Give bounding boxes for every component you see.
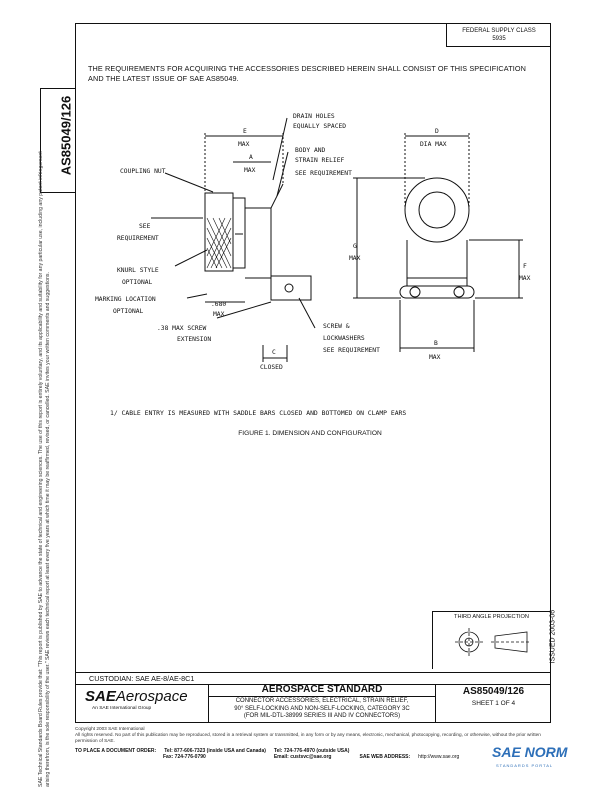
label-c: C bbox=[272, 349, 276, 356]
elbow-body bbox=[245, 207, 272, 279]
web-link[interactable]: http://www.sae.org bbox=[418, 754, 460, 760]
watermark-sub: STANDARDS PORTAL bbox=[496, 763, 554, 768]
federal-supply-class-box: FEDERAL SUPPLY CLASS 5935 bbox=[446, 23, 551, 47]
logo-aerospace: Aerospace bbox=[115, 688, 188, 705]
label-marking-optional: OPTIONAL bbox=[113, 308, 144, 315]
standard-title-cell: AEROSPACE STANDARD CONNECTOR ACCESSORIES… bbox=[208, 684, 436, 723]
web-label: SAE WEB ADDRESS: bbox=[359, 754, 411, 760]
copyright-footer: Copyright 2003 SAE International All rig… bbox=[75, 726, 551, 744]
label-f: F bbox=[523, 263, 527, 270]
watermark: SAE NORM bbox=[492, 744, 568, 760]
doc-id-strip bbox=[40, 88, 76, 193]
title-line: 90° SELF-LOCKING AND NON-SELF-LOCKING, C… bbox=[234, 705, 410, 712]
label-see: SEE bbox=[139, 223, 151, 230]
label-lockwashers: LOCKWASHERS bbox=[323, 335, 365, 342]
label-b: B bbox=[434, 340, 438, 347]
standard-title: CONNECTOR ACCESSORIES, ELECTRICAL, STRAI… bbox=[209, 698, 435, 721]
sheet-number: SHEET 1 OF 4 bbox=[471, 700, 516, 707]
issued-date: ISSUED 2003-06 bbox=[549, 609, 557, 664]
label-marking-location: MARKING LOCATION bbox=[95, 296, 156, 303]
label-extension: EXTENSION bbox=[177, 336, 211, 343]
requirements-text: THE REQUIREMENTS FOR ACQUIRING THE ACCES… bbox=[88, 64, 527, 83]
rights-statement: All rights reserved. No part of this pub… bbox=[75, 732, 541, 743]
label-knurl-optional: OPTIONAL bbox=[122, 279, 153, 286]
label-d-dia-max: DIA MAX bbox=[420, 141, 447, 148]
legal-side-text: SAE Technical Standards Board Rules prov… bbox=[38, 151, 51, 787]
copyright: Copyright 2003 SAE International bbox=[75, 726, 145, 731]
end-view-body bbox=[406, 240, 468, 279]
label-drain-holes: DRAIN HOLES bbox=[293, 113, 335, 120]
email[interactable]: Email: custsvc@sae.org bbox=[273, 754, 332, 760]
label-knurl-style: KNURL STYLE bbox=[117, 267, 159, 274]
label-strain-relief: STRAIN RELIEF bbox=[295, 157, 344, 164]
label-screw: SCREW & bbox=[323, 323, 350, 330]
label-g-max: MAX bbox=[349, 255, 361, 262]
label-b-max: MAX bbox=[429, 354, 441, 361]
third-angle-projection-box: THIRD ANGLE PROJECTION bbox=[432, 611, 550, 669]
order-info: TO PLACE A DOCUMENT ORDER: Tel: 877-606-… bbox=[75, 748, 551, 768]
label-equally-spaced: EQUALLY SPACED bbox=[293, 123, 346, 130]
order-label: TO PLACE A DOCUMENT ORDER: bbox=[75, 748, 157, 754]
sae-aerospace-logo: SAEAerospace bbox=[85, 688, 188, 705]
fsc-code: 5935 bbox=[492, 36, 506, 42]
label-680: .680 bbox=[211, 301, 226, 308]
end-view-bore bbox=[418, 191, 456, 229]
saddle-bar bbox=[399, 285, 475, 299]
projection-label: THIRD ANGLE PROJECTION bbox=[454, 614, 529, 620]
end-view-outer bbox=[404, 177, 470, 243]
label-body-see-req: SEE REQUIREMENT bbox=[295, 170, 352, 177]
connector-drawing: DRAIN HOLES EQUALLY SPACED E MAX A MAX D… bbox=[95, 113, 531, 371]
label-g: G bbox=[353, 243, 357, 250]
cable-entry-note: 1/ CABLE ENTRY IS MEASURED WITH SADDLE B… bbox=[110, 409, 407, 417]
label-680-max: MAX bbox=[213, 311, 225, 318]
label-f-max: MAX bbox=[519, 275, 531, 282]
body-collar bbox=[232, 197, 246, 269]
knurl-pattern bbox=[206, 217, 232, 269]
drawing-frame bbox=[75, 23, 551, 723]
label-requirement: REQUIREMENT bbox=[117, 235, 159, 242]
label-closed: CLOSED bbox=[260, 364, 283, 371]
projection-symbol-icon bbox=[455, 628, 531, 656]
title-line: CONNECTOR ACCESSORIES, ELECTRICAL, STRAI… bbox=[235, 698, 409, 704]
title-line: (FOR MIL-DTL-38999 SERIES III AND IV CON… bbox=[243, 713, 401, 720]
document-number: AS85049/126 bbox=[462, 686, 525, 697]
fax: Fax: 724-776-0790 bbox=[163, 754, 206, 760]
label-e: E bbox=[243, 128, 247, 135]
figure-caption: FIGURE 1. DIMENSION AND CONFIGURATION bbox=[238, 430, 382, 437]
tel-outside: Tel: 724-776-4970 (outside USA) bbox=[273, 748, 350, 754]
custodian: CUSTODIAN: SAE AE-8/AE-8C1 bbox=[75, 672, 551, 684]
fsc-label: FEDERAL SUPPLY CLASS bbox=[462, 28, 536, 34]
label-a: A bbox=[249, 154, 253, 161]
clamp-block-side bbox=[270, 275, 312, 301]
label-e-max: MAX bbox=[238, 141, 250, 148]
logo-subtitle: An SAE International Group bbox=[92, 706, 152, 711]
tel-inside: Tel: 877-606-7323 (inside USA and Canada… bbox=[164, 748, 266, 754]
label-a-max: MAX bbox=[244, 167, 256, 174]
label-d: D bbox=[435, 128, 439, 135]
label-body: BODY AND bbox=[295, 147, 326, 154]
title-block bbox=[75, 684, 551, 723]
doc-id-vertical: AS85049/126 bbox=[58, 95, 74, 176]
label-screw-extension: .38 MAX SCREW bbox=[157, 325, 206, 332]
label-coupling-nut: COUPLING NUT bbox=[120, 168, 166, 175]
label-screws-see-req: SEE REQUIREMENT bbox=[323, 347, 380, 354]
aerospace-standard-heading: AEROSPACE STANDARD bbox=[209, 684, 435, 697]
logo-sae: SAE bbox=[85, 688, 116, 705]
